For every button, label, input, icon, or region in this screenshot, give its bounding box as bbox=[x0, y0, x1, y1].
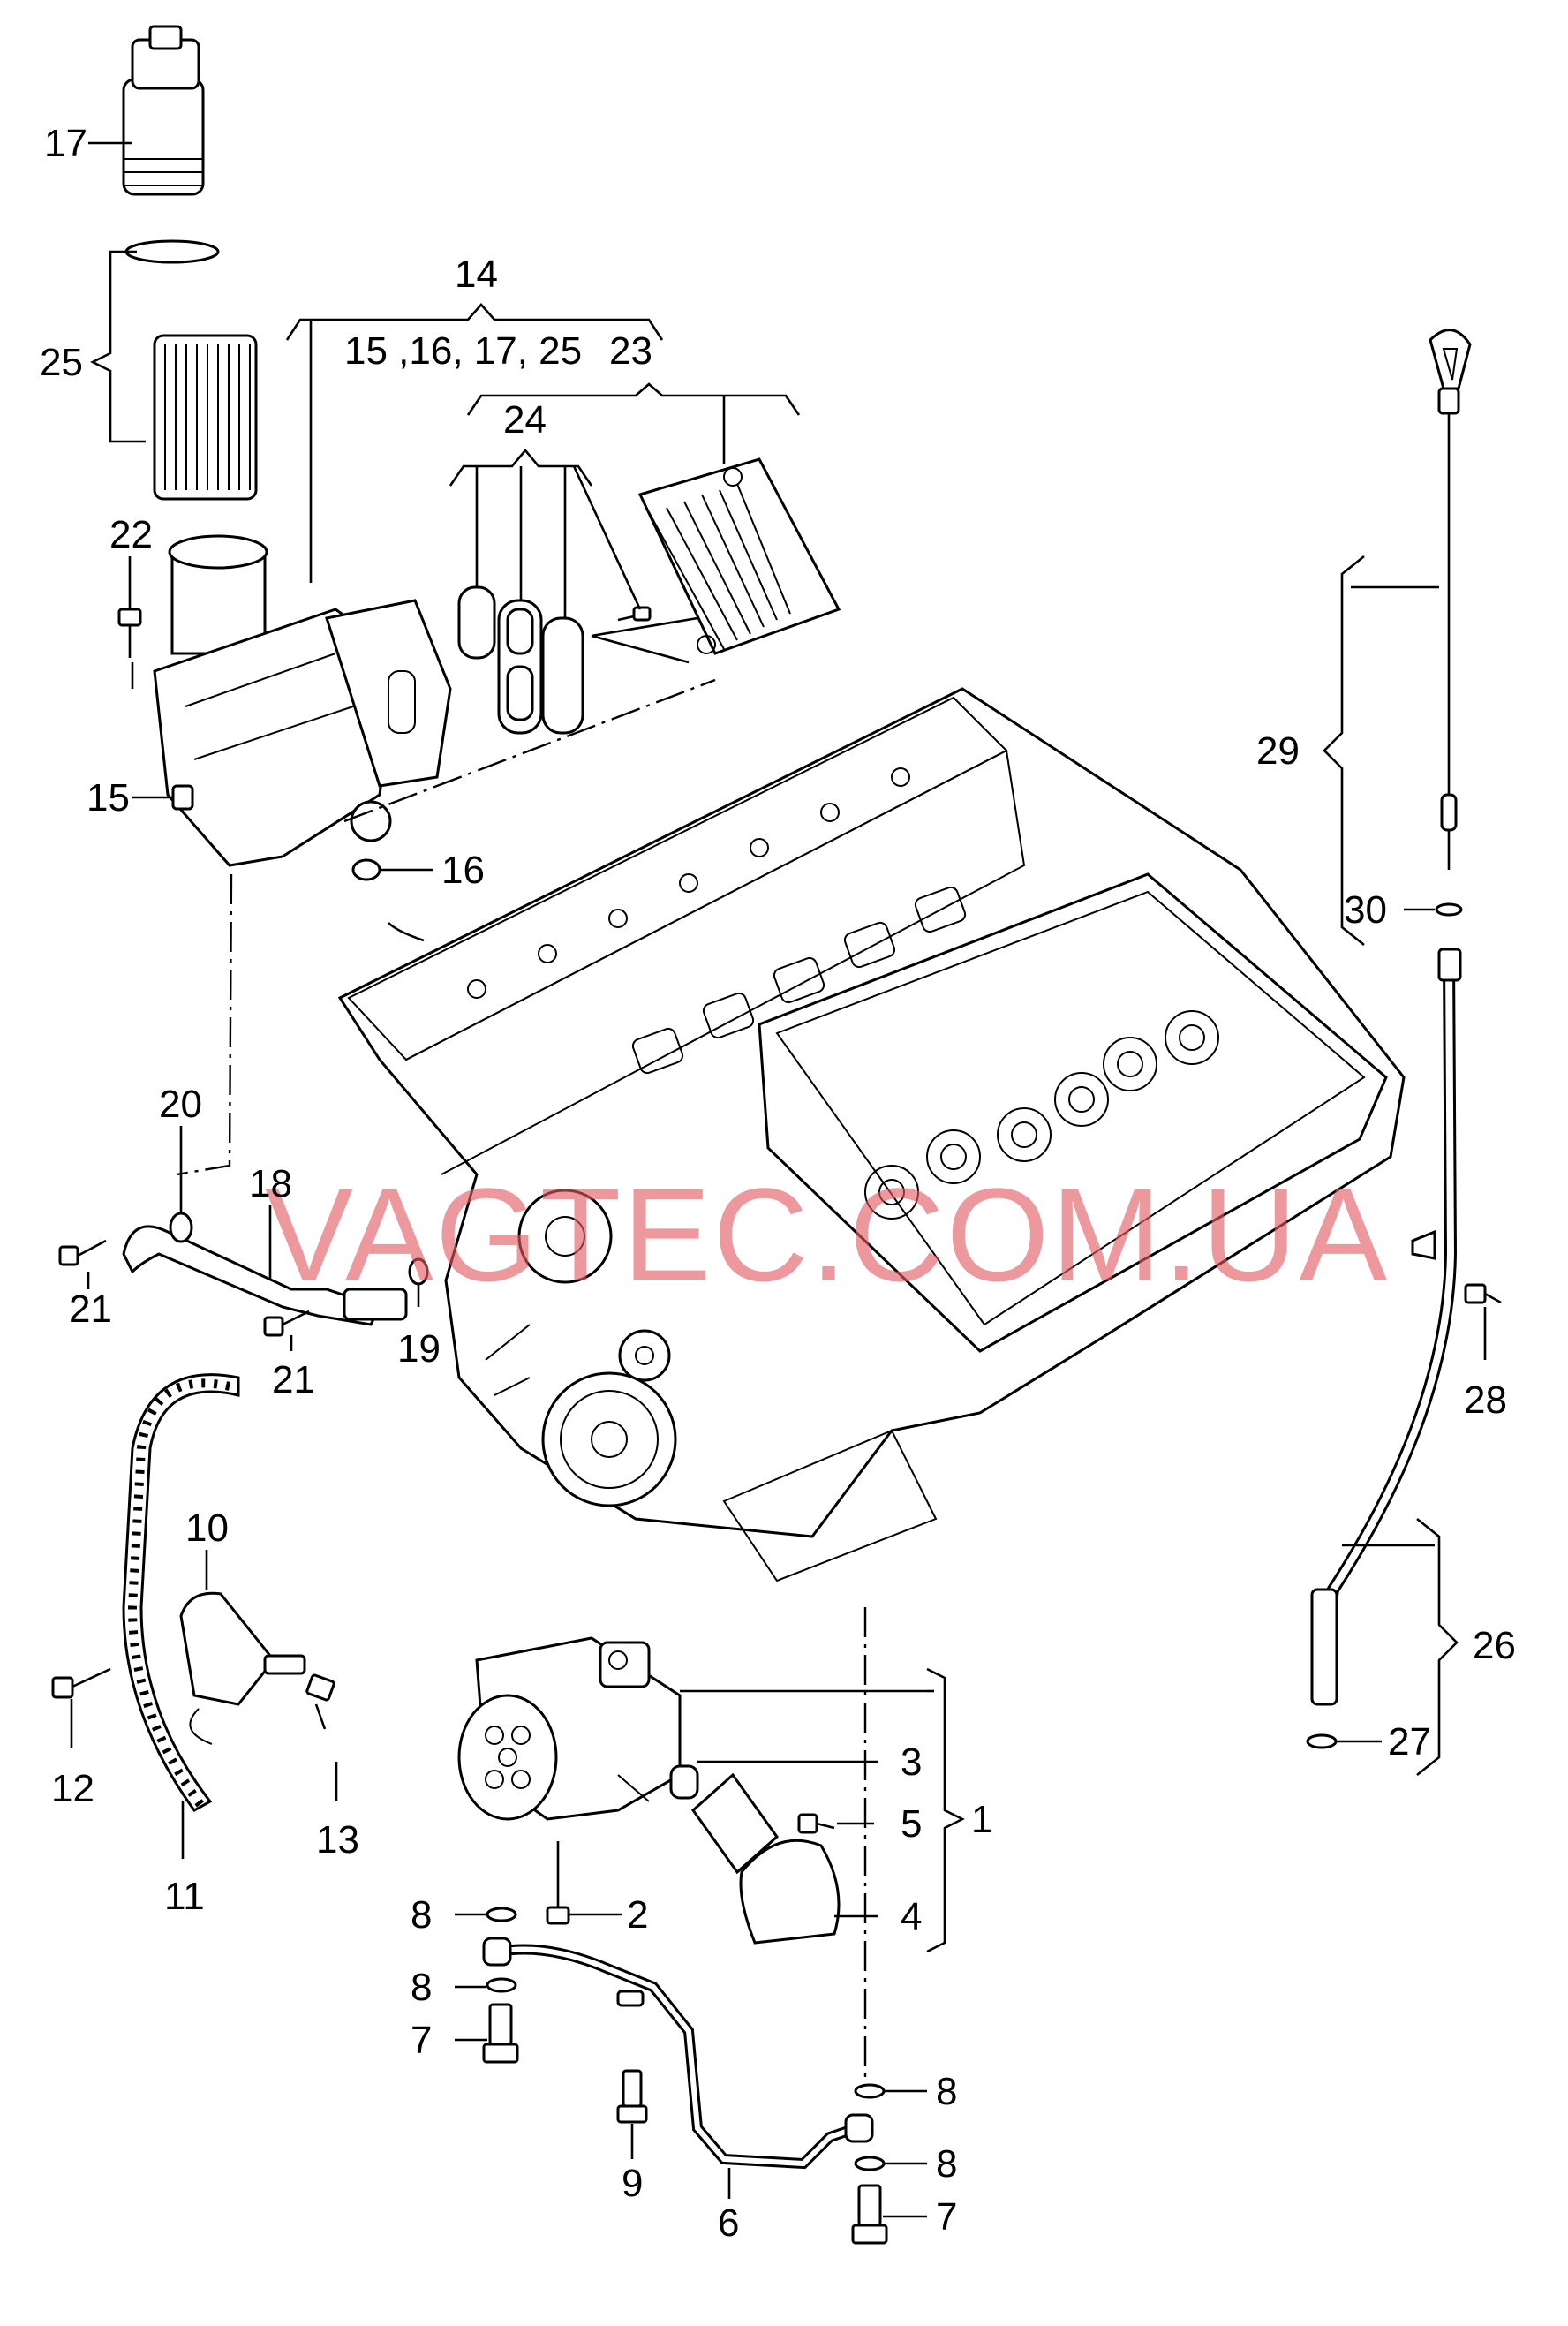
callout-21-right: 21 bbox=[272, 1358, 315, 1401]
watermark: VAGTEC.COM.UA bbox=[265, 1160, 1389, 1309]
callout-9: 9 bbox=[622, 2162, 643, 2205]
callout-8-d: 8 bbox=[936, 2142, 957, 2186]
callout-29: 29 bbox=[1256, 729, 1300, 773]
callout-1: 1 bbox=[971, 1798, 992, 1841]
callout-10: 10 bbox=[185, 1507, 229, 1550]
o-ring-19 bbox=[408, 1257, 429, 1286]
washer-8d bbox=[854, 2156, 886, 2171]
callout-8-a: 8 bbox=[411, 1893, 432, 1937]
bolt-28 bbox=[1464, 1283, 1502, 1304]
callout-22: 22 bbox=[109, 513, 153, 556]
suction-pipe-4 bbox=[690, 1772, 841, 1945]
bolt-21-left bbox=[58, 1239, 107, 1266]
bolt-12 bbox=[51, 1667, 111, 1699]
seal-27 bbox=[1306, 1733, 1338, 1749]
chain-tensioner-10 bbox=[179, 1591, 306, 1745]
callout-11: 11 bbox=[164, 1875, 205, 1918]
callout-14: 14 bbox=[455, 253, 498, 296]
bolt-22 bbox=[117, 608, 142, 658]
bolt-7-left bbox=[482, 2003, 519, 2064]
oil-filter-element bbox=[153, 334, 258, 501]
callout-7-left: 7 bbox=[411, 2019, 432, 2062]
engine-block bbox=[337, 687, 1406, 1582]
callout-25: 25 bbox=[40, 341, 83, 384]
chain-links bbox=[127, 1378, 231, 1809]
callout-8-b: 8 bbox=[411, 1966, 432, 2009]
bolt-13 bbox=[305, 1673, 335, 1730]
callout-14-subparts: 15 ,16, 17, 25 bbox=[344, 329, 582, 373]
callout-27: 27 bbox=[1388, 1720, 1431, 1763]
callout-4: 4 bbox=[901, 1895, 922, 1938]
seal-3 bbox=[669, 1764, 699, 1800]
callout-20: 20 bbox=[159, 1083, 202, 1126]
seal-16 bbox=[351, 858, 381, 881]
callout-2: 2 bbox=[627, 1893, 648, 1937]
callout-21-left: 21 bbox=[69, 1288, 112, 1331]
o-ring-30 bbox=[1435, 902, 1463, 917]
bolt-21-right bbox=[263, 1310, 310, 1337]
callout-12: 12 bbox=[51, 1767, 94, 1810]
callout-15: 15 bbox=[87, 776, 130, 819]
callout-labels: 17 14 15 ,16, 17, 25 23 25 24 22 15 16 2… bbox=[40, 122, 1516, 2245]
dipstick-guide-tube-26 bbox=[1310, 948, 1462, 1706]
callout-26: 26 bbox=[1473, 1624, 1516, 1667]
callout-7-right: 7 bbox=[936, 2195, 957, 2239]
leader-lines bbox=[70, 141, 1487, 2218]
o-ring-20 bbox=[169, 1212, 193, 1243]
callout-16: 16 bbox=[441, 849, 485, 892]
filter-o-ring bbox=[124, 239, 220, 264]
oil-line-6 bbox=[482, 1937, 874, 2170]
callout-19: 19 bbox=[397, 1327, 441, 1371]
callout-23: 23 bbox=[609, 329, 652, 373]
bolt-cooler bbox=[617, 606, 652, 622]
washer-8c bbox=[854, 2083, 886, 2099]
callout-17: 17 bbox=[44, 122, 87, 165]
callout-28: 28 bbox=[1464, 1378, 1507, 1422]
callout-3: 3 bbox=[901, 1741, 922, 1784]
callout-30: 30 bbox=[1344, 888, 1387, 932]
oil-filter-housing bbox=[153, 534, 452, 867]
oil-cooler-23 bbox=[637, 457, 841, 655]
bolt-2 bbox=[546, 1841, 570, 1925]
bolt-7-right bbox=[851, 2184, 888, 2245]
callout-13: 13 bbox=[316, 1818, 359, 1862]
oil-pump-1 bbox=[457, 1636, 682, 1821]
callout-24: 24 bbox=[503, 398, 547, 442]
washer-8b bbox=[486, 1977, 517, 1993]
oil-dipstick-29 bbox=[1429, 329, 1472, 870]
bolt-5 bbox=[797, 1813, 835, 1834]
drive-chain-11 bbox=[122, 1373, 240, 1812]
callout-5: 5 bbox=[901, 1802, 922, 1846]
oil-filter-cap bbox=[122, 25, 205, 196]
oil-pipe-18 bbox=[122, 1225, 408, 1326]
callout-6: 6 bbox=[718, 2201, 739, 2245]
bolt-9 bbox=[616, 2069, 648, 2124]
plug-15 bbox=[171, 784, 194, 811]
callout-8-c: 8 bbox=[936, 2070, 957, 2113]
washer-8a bbox=[486, 1907, 517, 1922]
gasket-set-24 bbox=[457, 585, 584, 735]
callout-18: 18 bbox=[249, 1162, 292, 1205]
